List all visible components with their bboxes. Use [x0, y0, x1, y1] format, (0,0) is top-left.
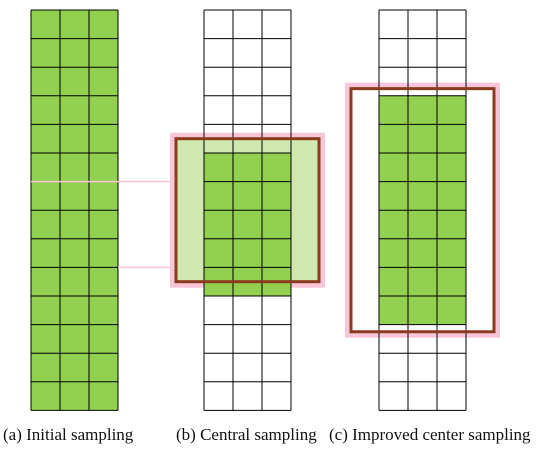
sampled-cell	[60, 38, 89, 68]
sampled-cell	[31, 210, 60, 239]
sampled-cell	[89, 381, 118, 411]
sampled-cell	[437, 181, 466, 211]
sampled-cell	[60, 238, 89, 268]
sampled-cell	[60, 153, 89, 182]
sampled-cell	[60, 67, 89, 96]
sampled-cell	[437, 267, 466, 296]
sampled-cell	[31, 324, 60, 354]
sampled-cell	[89, 181, 118, 211]
sampled-cell	[89, 296, 118, 325]
sampled-cell	[60, 353, 89, 382]
sampled-cell	[31, 381, 60, 411]
sampled-cell	[408, 267, 437, 296]
sampled-cell	[31, 181, 60, 211]
sampled-cell	[89, 124, 118, 153]
sampled-cell	[233, 181, 262, 211]
sampled-cell	[437, 296, 466, 325]
sampled-cell	[437, 210, 466, 239]
sampled-cell	[379, 124, 408, 153]
sampled-cell	[408, 210, 437, 239]
sampled-cell	[31, 267, 60, 296]
caption-initial-sampling: (a) Initial sampling	[3, 425, 134, 444]
sampled-cell	[89, 10, 118, 39]
highlight-box	[174, 137, 321, 284]
sampled-cell	[31, 95, 60, 125]
sampled-cell	[408, 124, 437, 153]
sampled-cell	[437, 95, 466, 125]
sampled-cell	[233, 210, 262, 239]
sampled-cell	[262, 153, 291, 182]
sampled-cell	[89, 153, 118, 182]
sampled-cell	[60, 210, 89, 239]
sampled-cell	[31, 124, 60, 153]
sampled-cell	[379, 238, 408, 268]
sampled-cell	[233, 238, 262, 268]
sampled-cell	[379, 210, 408, 239]
sampled-cell	[437, 238, 466, 268]
sampled-cell	[379, 267, 408, 296]
sampled-cell	[60, 10, 89, 39]
sampled-cell	[89, 267, 118, 296]
sampled-cell	[379, 181, 408, 211]
sampled-cell	[60, 267, 89, 296]
sampled-cell	[379, 153, 408, 182]
sampled-cell	[89, 95, 118, 125]
highlight-box-glow	[345, 82, 500, 338]
sampled-cell	[31, 10, 60, 39]
sampled-cell	[60, 181, 89, 211]
sampled-cell	[262, 181, 291, 211]
sampled-cell	[60, 95, 89, 125]
sampled-cell	[233, 153, 262, 182]
sampled-cell	[60, 324, 89, 354]
sampled-cell	[408, 296, 437, 325]
sampled-cell	[379, 95, 408, 125]
sampled-cell	[204, 181, 233, 211]
sampled-cell	[437, 153, 466, 182]
sampled-cell	[262, 210, 291, 239]
sampled-cell	[31, 353, 60, 382]
sampled-cell	[89, 324, 118, 354]
sampled-cell	[31, 238, 60, 268]
sampled-cell	[89, 210, 118, 239]
sampled-cell	[89, 353, 118, 382]
sampled-cell	[60, 296, 89, 325]
sampled-cell	[89, 238, 118, 268]
sampled-cell	[31, 67, 60, 96]
sampled-cell	[262, 238, 291, 268]
caption-improved-center-sampling: (c) Improved center sampling	[329, 425, 531, 444]
sampled-cell	[60, 124, 89, 153]
panel-central-sampling	[170, 9, 325, 411]
sampled-cell	[408, 153, 437, 182]
sampled-cell	[204, 153, 233, 182]
sampled-cell	[60, 381, 89, 411]
sampled-cell	[31, 153, 60, 182]
sampled-cell	[204, 238, 233, 268]
sampled-cell	[408, 238, 437, 268]
highlight-box	[349, 87, 496, 334]
sampled-cell	[408, 95, 437, 125]
sampled-cell	[437, 124, 466, 153]
sampled-cell	[408, 181, 437, 211]
sampled-cell	[89, 38, 118, 68]
panel-improved-center-sampling	[345, 9, 500, 411]
sampled-cell	[204, 210, 233, 239]
sampled-cell	[89, 67, 118, 96]
sampled-cell	[31, 38, 60, 68]
sampled-cell	[379, 296, 408, 325]
panel-initial-sampling	[30, 9, 178, 411]
sampled-cell	[31, 296, 60, 325]
caption-central-sampling: (b) Central sampling	[176, 425, 317, 444]
